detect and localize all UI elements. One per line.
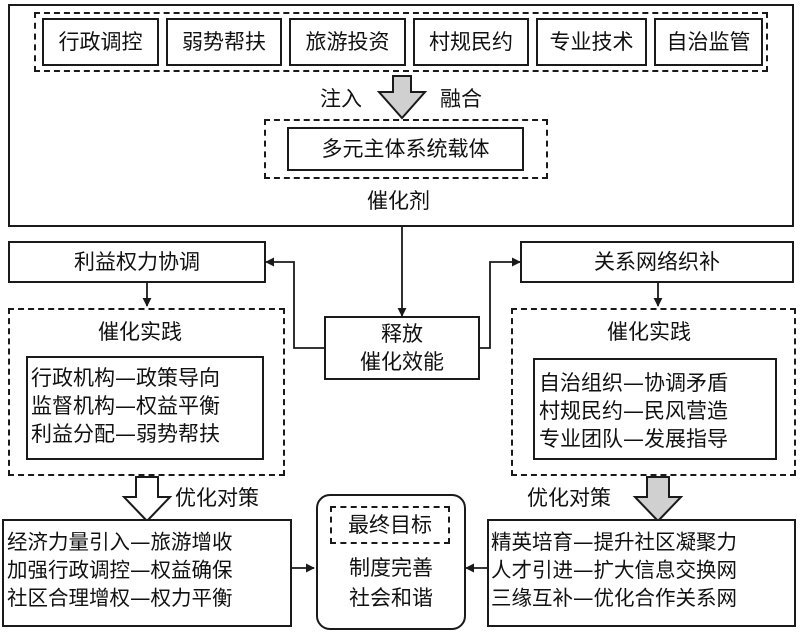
- right-strategy-item: 精英培育—提升社区凝聚力: [491, 530, 737, 554]
- catalyst-title: 催化剂: [367, 189, 430, 213]
- left-practice-item: 行政机构—政策导向: [31, 366, 220, 390]
- goal-line-1: 制度完善: [349, 556, 433, 580]
- goal-title: 最终目标: [330, 506, 450, 544]
- carrier-dashed-frame: [264, 119, 548, 179]
- factor-autonomy-supervision: 自治监管: [654, 18, 763, 66]
- right-strategy-item: 人才引进—扩大信息交换网: [491, 558, 737, 582]
- left-header-box: 利益权力协调: [8, 241, 266, 283]
- factor-tourism-investment: 旅游投资: [289, 18, 406, 66]
- left-practice-title: 催化实践: [98, 320, 182, 344]
- right-optimize-label: 优化对策: [527, 486, 611, 510]
- left-practice-dashed: [8, 308, 285, 476]
- right-practice-item: 专业团队—发展指导: [539, 427, 728, 451]
- release-line-2: 催化效能: [360, 350, 444, 374]
- right-practice-title: 催化实践: [607, 320, 691, 344]
- release-line-1: 释放: [381, 322, 423, 346]
- left-optimize-label: 优化对策: [175, 486, 259, 510]
- left-optimize-block-arrow: [121, 476, 173, 523]
- left-strategy-item: 经济力量引入—旅游增收: [7, 530, 233, 554]
- left-practice-item: 利益分配—弱势帮扶: [31, 422, 220, 446]
- right-strategy-box: 精英培育—提升社区凝聚力 人才引进—扩大信息交换网 三缘互补—优化合作关系网: [487, 519, 796, 627]
- right-strategy-item: 三缘互补—优化合作关系网: [491, 586, 737, 610]
- release-to-left-arrow: [265, 257, 324, 349]
- factor-village-rules: 村规民约: [413, 18, 529, 66]
- factors-dashed-group: [34, 12, 768, 72]
- factor-professional-tech: 专业技术: [536, 18, 647, 66]
- right-practice-box: 自治组织—协调矛盾 村规民约—民风营造 专业团队—发展指导: [533, 358, 777, 460]
- inject-block-arrow: [376, 75, 428, 120]
- left-strategy-item: 加强行政调控—权益确保: [7, 558, 233, 582]
- goal-box: [316, 494, 466, 630]
- factor-administrative-control: 行政调控: [42, 18, 159, 66]
- right-practice-item: 自治组织—协调矛盾: [539, 371, 728, 395]
- goal-line-2: 社会和谐: [349, 586, 433, 610]
- right-practice-dashed: [511, 308, 796, 476]
- inject-label: 注入: [320, 87, 362, 111]
- release-to-right-arrow: [480, 257, 521, 349]
- catalyst-outer-box: [8, 4, 794, 227]
- right-header-box: 关系网络织补: [520, 241, 794, 283]
- left-strategy-box: 经济力量引入—旅游增收 加强行政调控—权益确保 社区合理增权—权力平衡: [2, 519, 292, 627]
- fuse-label: 融合: [440, 87, 482, 111]
- right-optimize-block-arrow: [632, 476, 684, 523]
- left-practice-box: 行政机构—政策导向 监督机构—权益平衡 利益分配—弱势帮扶: [26, 356, 264, 460]
- left-practice-item: 监督机构—权益平衡: [31, 394, 220, 418]
- left-strategy-item: 社区合理增权—权力平衡: [7, 586, 233, 610]
- release-box: 释放 催化效能: [324, 316, 480, 380]
- factor-vulnerable-support: 弱势帮扶: [166, 18, 282, 66]
- carrier-box: 多元主体系统载体: [287, 127, 524, 171]
- right-practice-item: 村规民约—民风营造: [539, 399, 728, 423]
